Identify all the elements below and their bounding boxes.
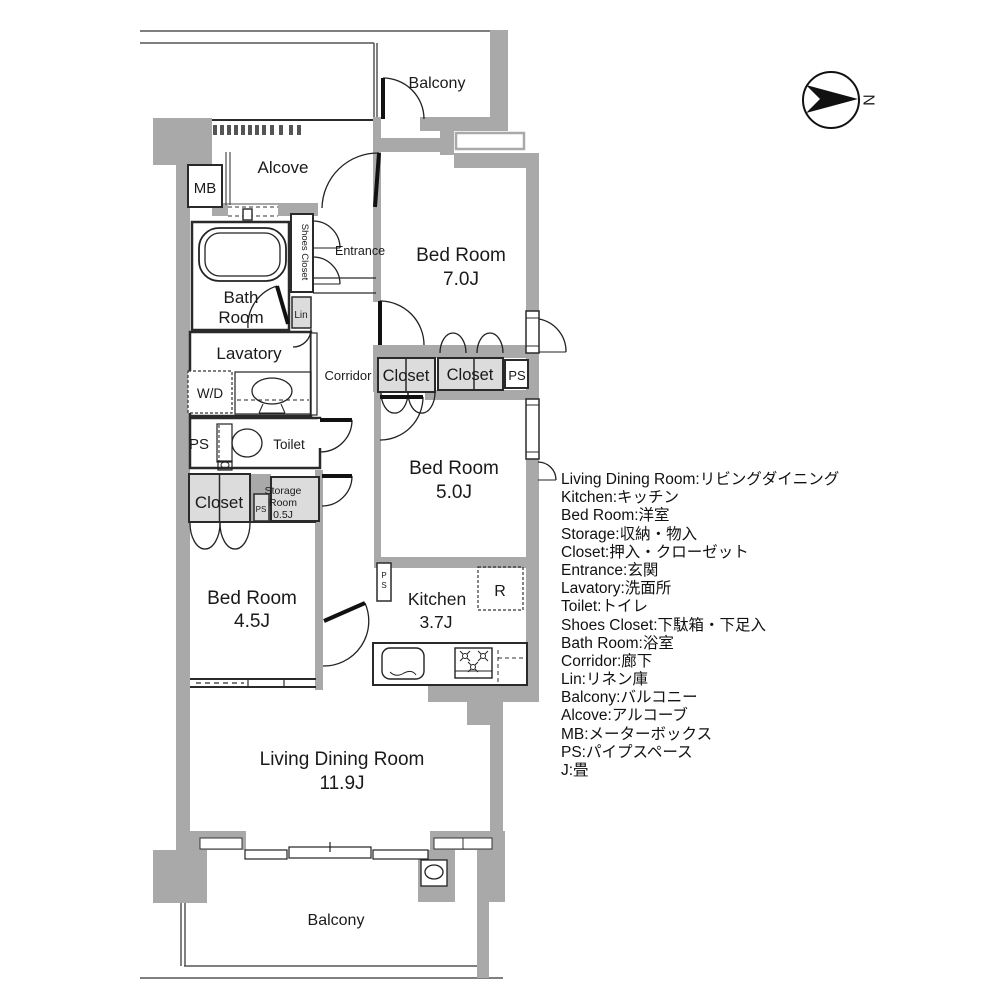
label-bed45-name: Bed Room xyxy=(207,588,297,609)
legend-item: Entrance:玄関 xyxy=(561,561,659,579)
washer-dryer xyxy=(187,370,233,414)
balcony-faucet xyxy=(420,859,448,887)
label-ps-row: PS xyxy=(508,368,526,383)
label-toilet: Toilet xyxy=(273,437,305,452)
burner-icons xyxy=(459,650,489,673)
label-bed5-size: 5.0J xyxy=(436,482,472,503)
label-bed7-name: Bed Room xyxy=(416,245,506,266)
exterior-outline xyxy=(140,30,503,979)
label-closet-45: Closet xyxy=(195,493,243,512)
label-fridge: R xyxy=(494,583,506,600)
label-balcony-bottom: Balcony xyxy=(308,912,365,929)
label-storage-1: Storage xyxy=(265,485,302,497)
counter-dashed-area xyxy=(497,650,526,685)
hatch-marks xyxy=(213,125,301,135)
balcony-sliding-doors xyxy=(244,842,429,860)
label-alcove: Alcove xyxy=(257,158,308,177)
label-closet-bed5: Closet xyxy=(383,367,430,385)
label-ps-vert-s: S xyxy=(381,581,386,590)
compass: N xyxy=(802,71,877,129)
stove xyxy=(454,647,493,679)
doors xyxy=(189,77,567,667)
label-storage-2: Room xyxy=(269,497,297,509)
legend-item: Shoes Closet:下駄箱・下足入 xyxy=(561,616,766,634)
kitchen-sink xyxy=(381,647,425,680)
legend-item: Balcony:バルコニー xyxy=(561,689,698,707)
label-ldr-size: 11.9J xyxy=(319,773,364,794)
legend-item: Bed Room:洋室 xyxy=(561,507,670,525)
label-entrance: Entrance xyxy=(335,244,385,258)
label-closet-bed7: Closet xyxy=(447,366,494,384)
label-lavatory: Lavatory xyxy=(216,344,282,363)
legend-item: Toilet:トイレ xyxy=(561,598,648,616)
label-shoes-closet: Shoes Closet xyxy=(299,224,310,281)
label-bath-2: Room xyxy=(218,308,263,327)
label-ps-vert-p: P xyxy=(381,571,386,580)
lavatory-sink xyxy=(234,371,312,415)
label-bed45-size: 4.5J xyxy=(234,611,270,632)
north-arrow-icon xyxy=(806,85,858,113)
label-storage-3: 0.5J xyxy=(273,509,293,521)
bathtub xyxy=(198,227,287,282)
label-bath-1: Bath xyxy=(224,288,259,307)
label-kitchen-name: Kitchen xyxy=(408,589,466,609)
label-wd: W/D xyxy=(197,386,223,401)
windows xyxy=(525,310,540,460)
legend-item: Storage:収納・物入 xyxy=(561,525,698,543)
label-kitchen-size: 3.7J xyxy=(419,612,452,632)
compass-north-label: N xyxy=(860,94,877,106)
interior-walls xyxy=(187,119,529,688)
label-ldr-name: Living Dining Room xyxy=(260,749,425,770)
label-balcony-top: Balcony xyxy=(409,75,466,92)
label-bed5-name: Bed Room xyxy=(409,458,499,479)
legend-item: Living Dining Room:リビングダイニング xyxy=(561,471,840,488)
label-ps-left: PS xyxy=(189,436,209,453)
label-mb: MB xyxy=(194,180,217,197)
legend-item: Closet:押入・クローゼット xyxy=(561,543,749,561)
legend-item: J:畳 xyxy=(561,762,589,779)
room-labels: Balcony Alcove MB Bed Room 7.0J Bath Roo… xyxy=(189,75,526,929)
legend-item: Lin:リネン庫 xyxy=(561,671,648,689)
refrigerator xyxy=(477,566,524,611)
legend-item: Lavatory:洗面所 xyxy=(561,580,672,598)
exterior-notch xyxy=(454,131,526,151)
label-lin: Lin xyxy=(294,310,307,321)
legend-item: Kitchen:キッチン xyxy=(561,489,680,507)
legend-item: MB:メーターボックス xyxy=(561,725,713,743)
entrance-step xyxy=(228,206,278,221)
legend-item: Corridor:廊下 xyxy=(561,652,653,670)
label-corridor: Corridor xyxy=(325,368,373,383)
legend-item: PS:パイプスペース xyxy=(561,743,693,761)
label-ps-mini: PS xyxy=(256,505,267,514)
label-bed7-size: 7.0J xyxy=(443,269,479,290)
toilet-fixture xyxy=(216,423,263,471)
compass-circle xyxy=(802,71,860,129)
legend-item: Alcove:アルコーブ xyxy=(561,707,688,725)
legend-item: Bath Room:浴室 xyxy=(561,634,674,652)
